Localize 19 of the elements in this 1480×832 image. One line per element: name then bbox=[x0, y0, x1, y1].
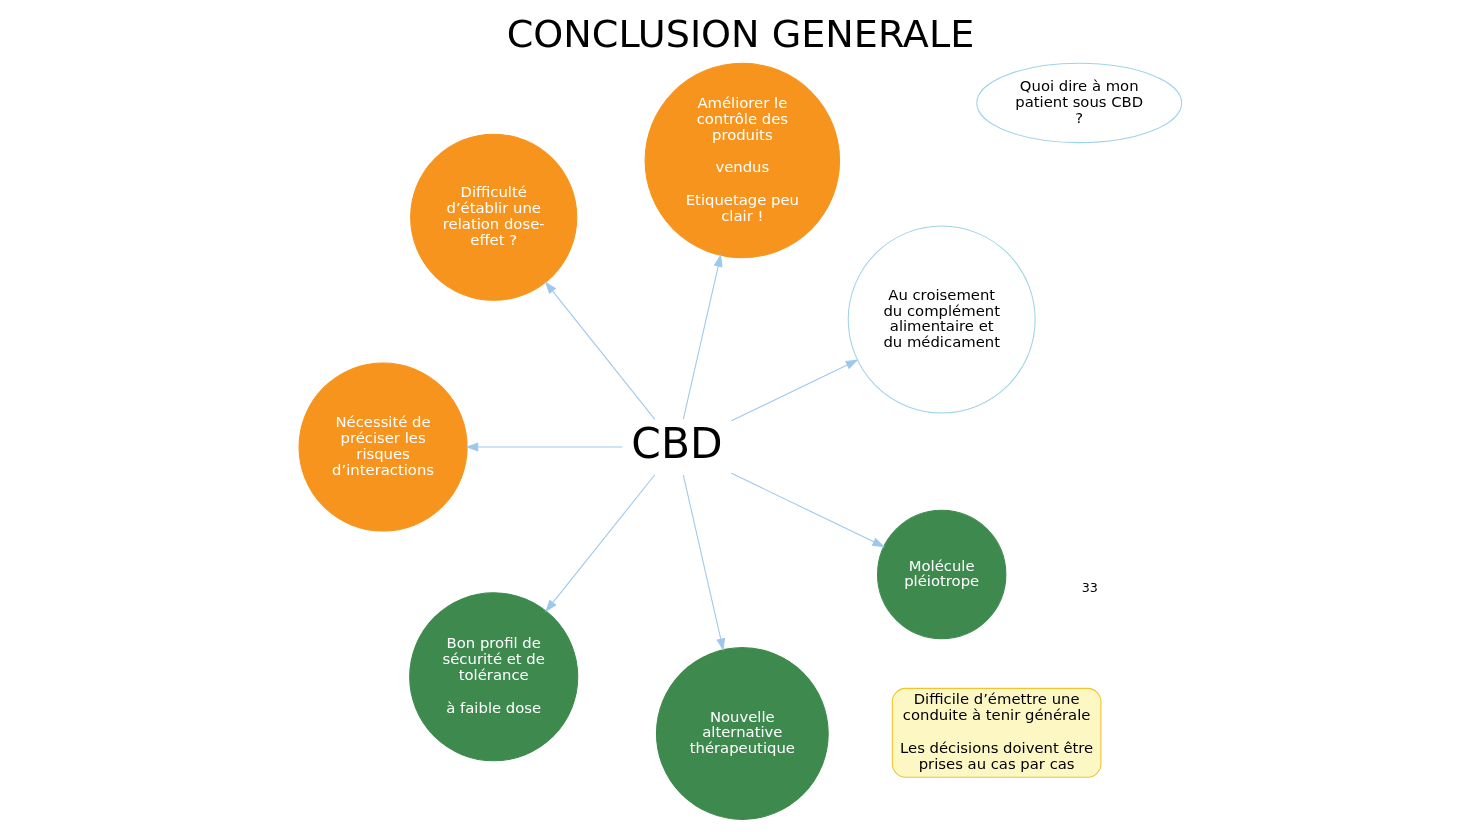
node-circle: Bon profil de sécurité et de tolérance à faible dose bbox=[408, 592, 578, 762]
arrow bbox=[465, 442, 623, 452]
node-circle: Molécule pléiotrope bbox=[876, 509, 1006, 640]
node-text: CBD bbox=[630, 418, 723, 468]
arrow bbox=[730, 359, 858, 422]
label: 33 bbox=[1081, 580, 1098, 596]
arrow bbox=[544, 474, 655, 613]
arrow bbox=[682, 254, 722, 420]
node-circle: Nécessité de préciser les risques d’interactions bbox=[298, 362, 468, 532]
node-circle: Au croisement du complément alimentaire et du médicament bbox=[847, 225, 1036, 414]
arrow bbox=[730, 472, 885, 548]
node-circle: Améliorer le contrôle des produits vendus Etiquetage peu clair ! bbox=[644, 62, 840, 259]
arrow bbox=[544, 281, 655, 420]
node-circle: Nouvelle alternative thérapeutique bbox=[655, 647, 829, 820]
diagram-title: CONCLUSION GENERALE bbox=[506, 12, 974, 57]
arrow bbox=[682, 474, 725, 652]
node-box: Difficile d’émettre une conduite à tenir générale Les décisions doivent être prises au cas par cas bbox=[891, 687, 1101, 778]
node-ellipse: Quoi dire à mon patient sous CBD ? bbox=[975, 62, 1182, 144]
node-circle: Difficulté d’établir une relation dose-effet ? bbox=[409, 133, 577, 301]
